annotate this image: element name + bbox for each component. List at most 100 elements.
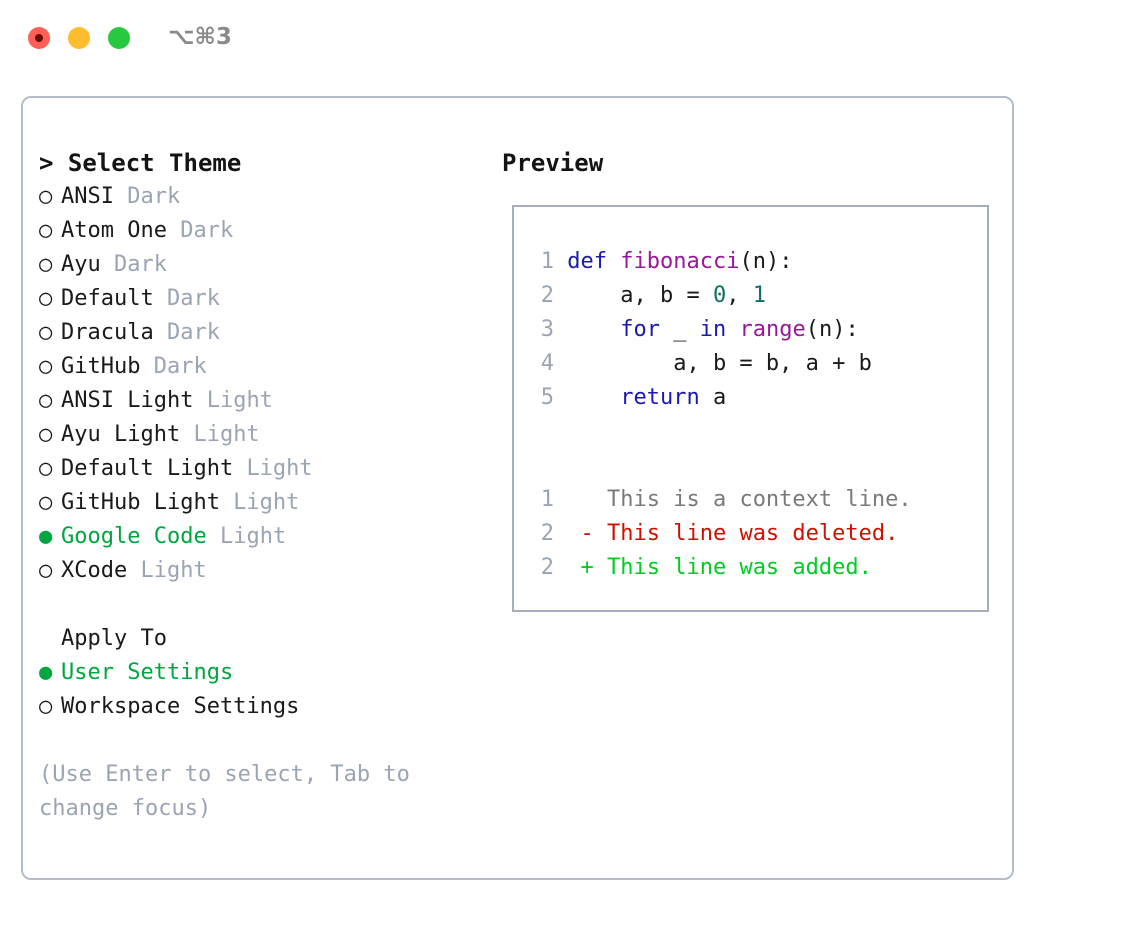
code-line: 5 return a — [524, 381, 912, 415]
radio-unselected-icon: ○ — [39, 490, 53, 515]
code-token-kw: return — [620, 385, 700, 410]
theme-option-label: GitHub — [61, 354, 154, 379]
radio-unselected-icon: ○ — [39, 354, 53, 379]
theme-variant-label: Light — [219, 524, 287, 549]
code-line-content — [554, 351, 567, 376]
code-token-fn: fibonacci — [620, 249, 740, 274]
minimize-window-icon[interactable] — [68, 27, 90, 49]
theme-option-google-code[interactable]: ● Google Code Light — [39, 520, 469, 554]
code-token-punc: , — [726, 283, 753, 308]
select-theme-heading: > Select Theme — [39, 149, 242, 177]
theme-option-ayu-light[interactable]: ○ Ayu Light Light — [39, 418, 469, 452]
code-token-var — [726, 317, 739, 342]
code-line: 1 def fibonacci(n): — [524, 245, 912, 279]
code-line: 4 a, b = b, a + b — [524, 347, 912, 381]
diff-line-number: 1 — [540, 487, 554, 512]
theme-variant-label: Dark — [166, 286, 220, 311]
diff-line-number: 2 — [540, 555, 554, 580]
radio-unselected-icon: ○ — [39, 388, 53, 413]
theme-option-ansi[interactable]: ○ANSI Dark — [39, 180, 469, 214]
diff-line: 2 + This line was added. — [524, 551, 912, 585]
code-token-num: 0 — [712, 283, 727, 308]
code-token-var — [567, 385, 620, 410]
theme-option-atom-one[interactable]: ○Atom One Dark — [39, 214, 469, 248]
code-blank-line — [524, 449, 912, 483]
code-line: 2 a, b = 0, 1 — [524, 279, 912, 313]
close-window-icon[interactable] — [28, 27, 50, 49]
code-token-fn: range — [739, 317, 806, 342]
keyboard-hint-text: (Use Enter to select, Tab to change focu… — [39, 762, 424, 821]
diff-marker: + — [554, 555, 594, 580]
radio-unselected-icon: ○ — [39, 422, 53, 447]
code-token-kw: in — [699, 317, 727, 342]
theme-option-github-light[interactable]: ○GitHub Light Light — [39, 486, 469, 520]
title-bar: ⌥⌘3 — [0, 0, 1140, 76]
apply-to-option-label: Workspace Settings — [61, 694, 300, 719]
code-blank-line — [524, 415, 912, 449]
diff-line: 1 This is a context line. — [524, 483, 912, 517]
radio-unselected-icon: ○ — [39, 218, 53, 243]
code-line-number: 4 — [540, 351, 554, 376]
radio-unselected-icon: ○ — [39, 558, 53, 583]
keyboard-shortcut-label: ⌥⌘3 — [168, 24, 232, 50]
code-token-punc: (n): — [739, 249, 793, 274]
diff-line-content: This line was added. — [593, 555, 872, 580]
apply-to-option-user-settings[interactable]: ● User Settings — [39, 656, 469, 690]
theme-option-default[interactable]: ○Default Dark — [39, 282, 469, 316]
theme-variant-label: Light — [193, 422, 260, 447]
code-token-var: a, b = b, a + b — [567, 351, 872, 376]
maximize-window-icon[interactable] — [108, 27, 130, 49]
theme-variant-label: Light — [246, 456, 313, 481]
theme-option-default-light[interactable]: ○Default Light Light — [39, 452, 469, 486]
theme-option-dracula[interactable]: ○Dracula Dark — [39, 316, 469, 350]
theme-variant-label: Light — [233, 490, 300, 515]
apply-to-list: ● User Settings ○ Workspace Settings — [39, 656, 469, 724]
radio-unselected-icon: ○ — [39, 694, 53, 719]
theme-option-xcode[interactable]: ○XCode Light — [39, 554, 469, 588]
theme-option-label: ANSI — [61, 184, 128, 209]
preview-column: Preview — [502, 146, 603, 180]
theme-option-ayu[interactable]: ○Ayu Dark — [39, 248, 469, 282]
theme-option-label: Ayu Light — [61, 422, 194, 447]
radio-selected-icon: ● — [39, 524, 53, 549]
theme-option-github[interactable]: ○GitHub Dark — [39, 350, 469, 384]
theme-option-label: Dracula — [61, 320, 167, 345]
theme-option-label: Atom One — [61, 218, 181, 243]
code-token-var: _ — [659, 317, 700, 342]
apply-to-option-label: User Settings — [61, 660, 234, 685]
diff-line: 2 - This line was deleted. — [524, 517, 912, 551]
code-token-var: a — [699, 385, 727, 410]
code-token-var: a, b = — [567, 283, 713, 308]
theme-list-column: > Select Theme ○ANSI Dark○Atom One Dark○… — [39, 146, 469, 588]
diff-marker: - — [554, 521, 594, 546]
theme-option-label: XCode — [61, 558, 141, 583]
theme-variant-label: Light — [206, 388, 273, 413]
traffic-light-group — [28, 27, 130, 49]
radio-selected-icon: ● — [39, 660, 53, 685]
diff-line-number: 2 — [540, 521, 554, 546]
theme-option-ansi-light[interactable]: ○ ANSI Light Light — [39, 384, 469, 418]
apply-to-heading: Apply To — [61, 626, 167, 651]
code-line-content — [554, 317, 567, 342]
theme-option-label: Google Code — [61, 524, 220, 549]
apply-to-option-workspace-settings[interactable]: ○ Workspace Settings — [39, 690, 469, 724]
code-token-var — [567, 317, 620, 342]
theme-option-label: ANSI Light — [61, 388, 207, 413]
radio-unselected-icon: ○ — [39, 252, 53, 277]
theme-list: ○ANSI Dark○Atom One Dark○Ayu Dark○Defaul… — [39, 180, 469, 588]
apply-to-section: Apply To ● User Settings ○ Workspace Settin… — [39, 622, 469, 724]
radio-unselected-icon: ○ — [39, 286, 53, 311]
code-token-kw: def — [567, 249, 621, 274]
diff-line-content: This line was deleted. — [593, 521, 899, 546]
code-line: 3 for _ in range(n): — [524, 313, 912, 347]
theme-selector-panel: > Select Theme ○ANSI Dark○Atom One Dark○… — [21, 96, 1014, 880]
code-token-num: 1 — [752, 283, 766, 308]
code-line-number: 2 — [540, 283, 554, 308]
code-token-kw: for — [620, 317, 660, 342]
code-line-number: 1 — [540, 249, 554, 274]
code-line-number: 5 — [540, 385, 554, 410]
diff-line-content: This is a context line. — [593, 487, 912, 512]
